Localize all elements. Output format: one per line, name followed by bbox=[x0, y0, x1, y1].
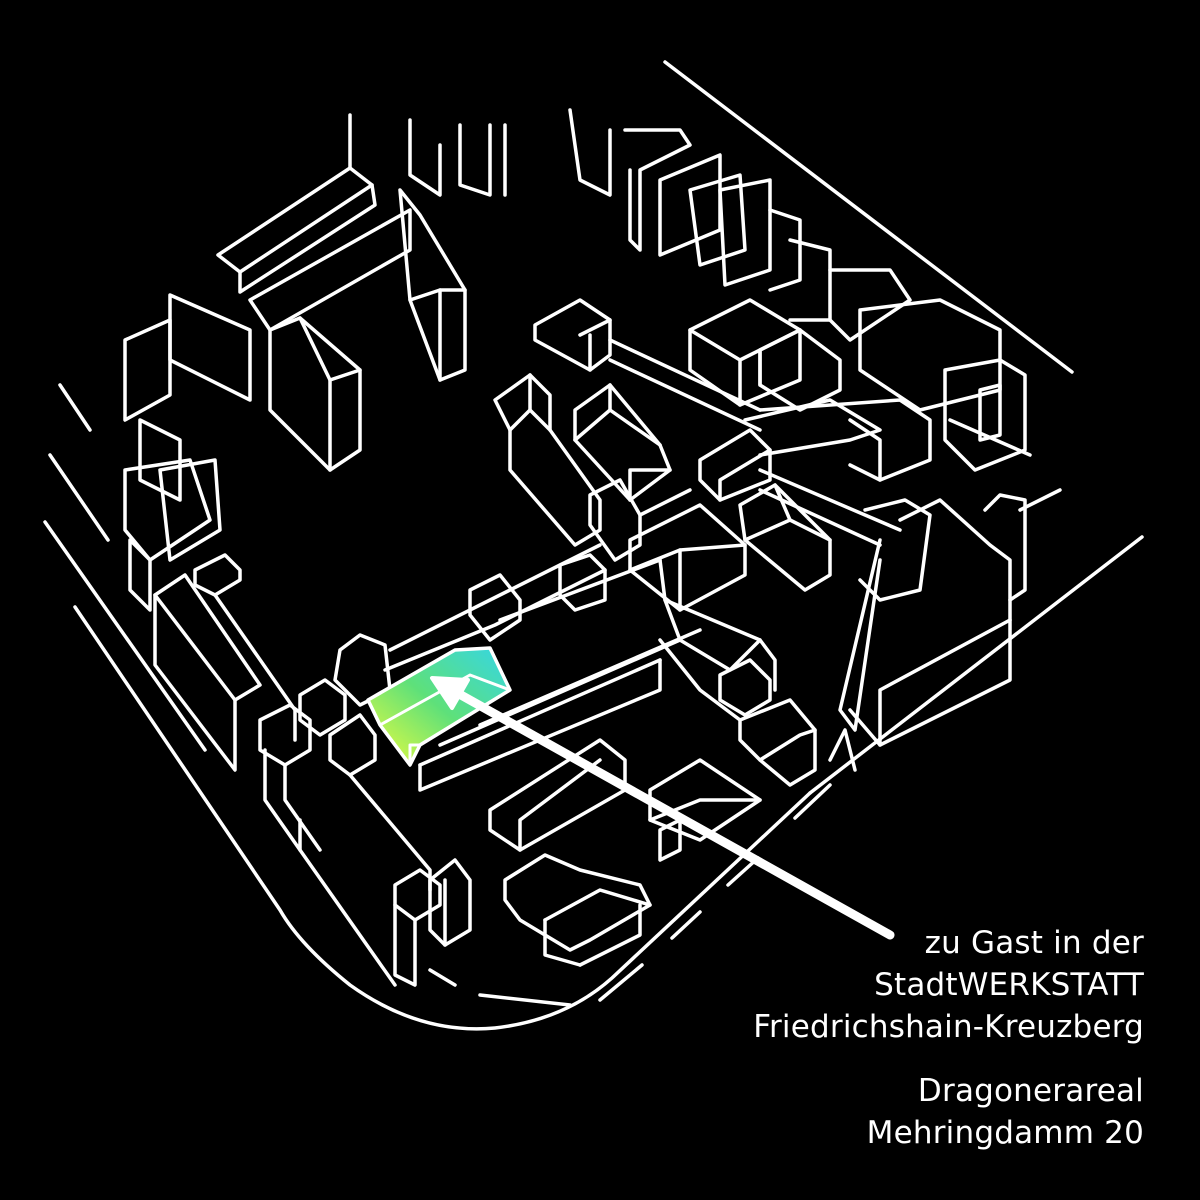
address-site-name: Dragonerareal bbox=[917, 1073, 1144, 1109]
caption-line-district: Friedrichshain-Kreuzberg bbox=[753, 1009, 1144, 1045]
building-block-central bbox=[333, 298, 902, 967]
building-block-northwest bbox=[123, 113, 507, 612]
address-street: Mehringdamm 20 bbox=[866, 1115, 1144, 1151]
address-caption: Dragonerareal Mehringdamm 20 bbox=[867, 1070, 1144, 1154]
caption-line-venue: StadtWERKSTATT bbox=[874, 967, 1144, 1003]
building-block-northeast bbox=[568, 108, 1027, 482]
building-block-southeast bbox=[828, 418, 1062, 772]
street-lines bbox=[43, 60, 1144, 1031]
caption-line-guest: zu Gast in der bbox=[924, 925, 1144, 961]
building-block-southwest bbox=[153, 553, 472, 987]
venue-caption: zu Gast in der StadtWERKSTATT Friedrichs… bbox=[753, 922, 1144, 1048]
highlighted-building-stadtwerkstatt bbox=[366, 646, 512, 767]
arrow-icon bbox=[430, 676, 895, 940]
